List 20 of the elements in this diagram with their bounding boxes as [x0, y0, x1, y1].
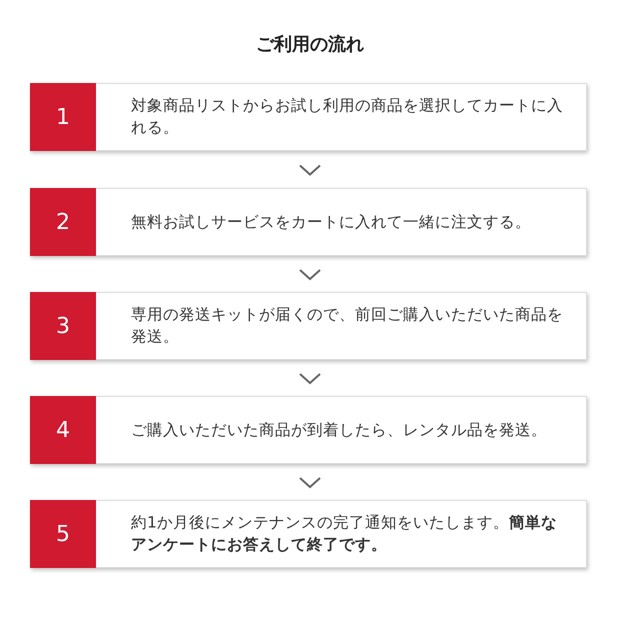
step-description: 専用の発送キットが届くので、前回ご購入いただいた商品を発送。	[131, 304, 564, 348]
title: ご利用の流れ	[255, 33, 365, 56]
step-number: 4	[30, 396, 96, 464]
step-card	[30, 292, 587, 360]
step-card	[30, 500, 587, 568]
chevron-arrow	[299, 477, 321, 488]
chevron-arrow	[299, 164, 321, 176]
step-card	[30, 83, 587, 151]
step-description: 無料お試しサービスをカートに入れて一緒に注文する。	[131, 212, 532, 233]
step-description: 約1か月後にメンテナンスの完了通知をいたします。簡単なアンケートにお答えして終了です。	[131, 512, 558, 556]
step-number: 3	[30, 292, 96, 360]
chevron-arrow	[299, 269, 321, 280]
chevron-arrow	[299, 373, 321, 384]
step-description: ご購入いただいた商品が到着したら、レンタル品を発送。	[131, 420, 548, 441]
step-description: 対象商品リストからお試し利用の商品を選択してカートに入れる。	[131, 96, 564, 139]
step-card	[30, 396, 587, 464]
step-number: 5	[30, 500, 96, 568]
step-number: 1	[30, 83, 96, 151]
step-card	[30, 188, 587, 256]
step-number: 2	[30, 188, 96, 256]
